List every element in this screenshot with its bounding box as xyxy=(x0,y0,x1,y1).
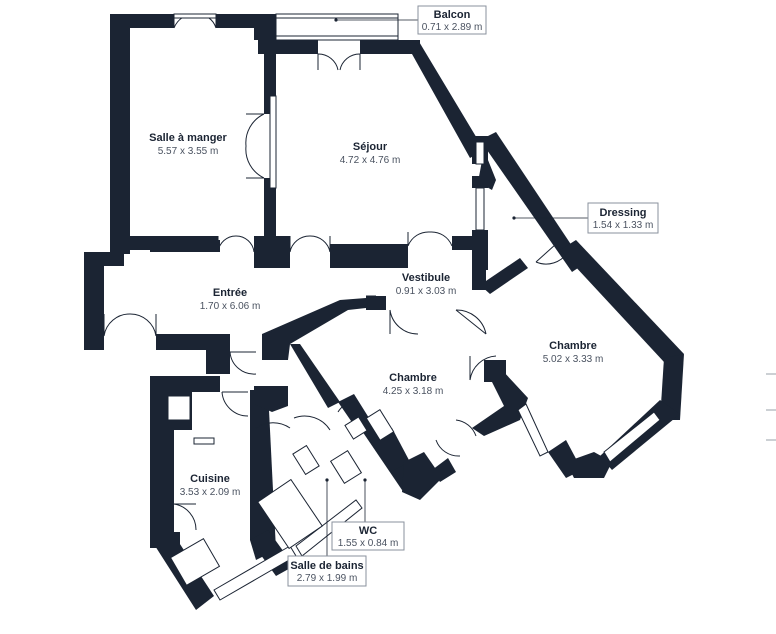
room-entree-name: Entrée xyxy=(213,287,247,299)
room-sejour: Séjour 4.72 x 4.76 m xyxy=(340,141,401,166)
room-chambre-center: Chambre 4.25 x 3.18 m xyxy=(383,372,444,397)
room-salle-a-manger-name: Salle à manger xyxy=(149,132,227,144)
room-chambre-center-name: Chambre xyxy=(389,372,437,384)
room-sejour-name: Séjour xyxy=(353,141,388,153)
room-cuisine-name: Cuisine xyxy=(190,473,230,485)
callout-balcon-name: Balcon xyxy=(434,9,471,21)
room-vestibule-name: Vestibule xyxy=(402,272,450,284)
callout-wc-name: WC xyxy=(359,525,377,537)
room-chambre-right-name: Chambre xyxy=(549,340,597,352)
room-chambre-center-dims: 4.25 x 3.18 m xyxy=(383,386,444,397)
callout-wc-dims: 1.55 x 0.84 m xyxy=(338,538,399,549)
callout-wc: WC 1.55 x 0.84 m xyxy=(331,478,405,551)
callout-dressing-dims: 1.54 x 1.33 m xyxy=(593,220,654,231)
room-vestibule: Vestibule 0.91 x 3.03 m xyxy=(396,272,457,297)
callout-balcon-dims: 0.71 x 2.89 m xyxy=(422,22,483,33)
callout-salle-de-bains: Salle de bains 2.79 x 1.99 m xyxy=(287,478,367,587)
room-salle-a-manger: Salle à manger 5.57 x 3.55 m xyxy=(149,132,227,157)
walls xyxy=(84,14,684,610)
room-entree: Entrée 1.70 x 6.06 m xyxy=(200,287,261,312)
callout-dressing-name: Dressing xyxy=(599,207,646,219)
edge-marks xyxy=(766,373,776,441)
fixtures xyxy=(167,395,395,587)
callout-balcon: Balcon 0.71 x 2.89 m xyxy=(334,5,487,35)
callout-salle-de-bains-name: Salle de bains xyxy=(290,560,363,572)
callout-salle-de-bains-dims: 2.79 x 1.99 m xyxy=(297,573,358,584)
room-chambre-right: Chambre 5.02 x 3.33 m xyxy=(543,340,604,365)
room-salle-a-manger-dims: 5.57 x 3.55 m xyxy=(158,146,219,157)
callout-dressing: Dressing 1.54 x 1.33 m xyxy=(512,202,659,234)
room-entree-dims: 1.70 x 6.06 m xyxy=(200,301,261,312)
doors-and-windows xyxy=(103,13,661,601)
room-vestibule-dims: 0.91 x 3.03 m xyxy=(396,286,457,297)
room-chambre-right-dims: 5.02 x 3.33 m xyxy=(543,354,604,365)
room-cuisine-dims: 3.53 x 2.09 m xyxy=(180,487,241,498)
room-sejour-dims: 4.72 x 4.76 m xyxy=(340,155,401,166)
room-cuisine: Cuisine 3.53 x 2.09 m xyxy=(180,473,241,498)
